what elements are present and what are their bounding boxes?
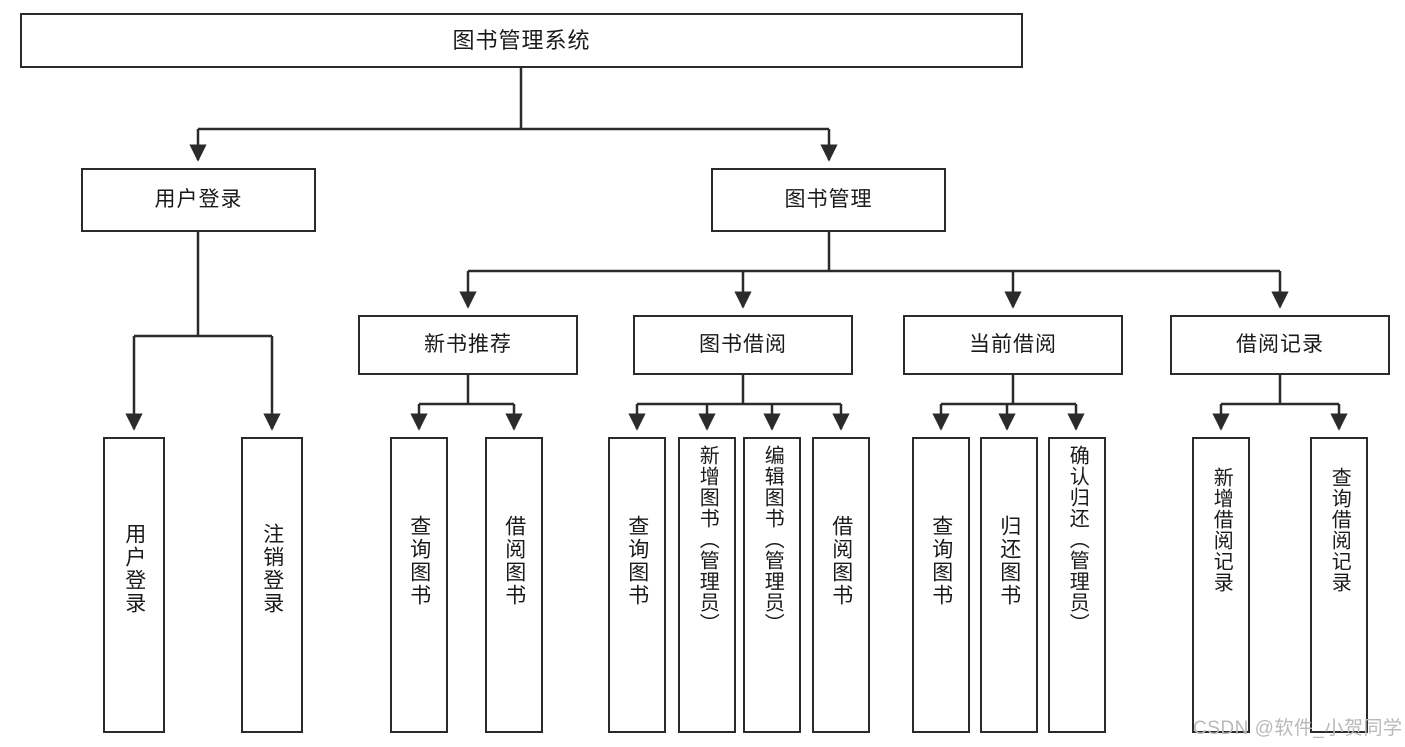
leaf-query-book-2[interactable]: 查询图书 [608, 437, 666, 733]
leaf-return-book-label: 归还图书 [997, 515, 1021, 607]
leaf-borrow-book-2-label: 借阅图书 [829, 515, 853, 607]
node-borrow-record[interactable]: 借阅记录 [1170, 315, 1390, 375]
leaf-user-logout-label: 注销登录 [260, 523, 284, 615]
node-current-borrow[interactable]: 当前借阅 [903, 315, 1123, 375]
leaf-query-record-label: 查询借阅记录 [1328, 467, 1351, 593]
leaf-query-book-1-label: 查询图书 [407, 515, 431, 607]
node-book-manage[interactable]: 图书管理 [711, 168, 946, 232]
leaf-query-book-3[interactable]: 查询图书 [912, 437, 970, 733]
node-book-manage-label: 图书管理 [784, 187, 873, 211]
leaf-query-book-3-label: 查询图书 [929, 515, 953, 607]
leaf-confirm-return-label: 确认归还（管理员） [1066, 445, 1089, 634]
node-borrow-record-label: 借阅记录 [1236, 332, 1324, 356]
leaf-confirm-return[interactable]: 确认归还（管理员） [1048, 437, 1106, 733]
node-new-book-rec[interactable]: 新书推荐 [358, 315, 578, 375]
leaf-borrow-book-1-label: 借阅图书 [502, 515, 526, 607]
leaf-user-login-label: 用户登录 [122, 523, 146, 615]
leaf-edit-book[interactable]: 编辑图书（管理员） [743, 437, 801, 733]
leaf-return-book[interactable]: 归还图书 [980, 437, 1038, 733]
node-book-borrow[interactable]: 图书借阅 [633, 315, 853, 375]
leaf-borrow-book-1[interactable]: 借阅图书 [485, 437, 543, 733]
node-user-login-label: 用户登录 [154, 187, 243, 211]
leaf-add-record-label: 新增借阅记录 [1210, 467, 1233, 593]
leaf-add-book-label: 新增图书（管理员） [696, 445, 719, 634]
leaf-query-book-2-label: 查询图书 [625, 515, 649, 607]
leaf-query-book-1[interactable]: 查询图书 [390, 437, 448, 733]
node-root[interactable]: 图书管理系统 [20, 13, 1023, 68]
node-new-book-rec-label: 新书推荐 [424, 332, 512, 356]
leaf-borrow-book-2[interactable]: 借阅图书 [812, 437, 870, 733]
node-root-label: 图书管理系统 [452, 27, 591, 53]
node-user-login[interactable]: 用户登录 [81, 168, 316, 232]
node-current-borrow-label: 当前借阅 [969, 332, 1057, 356]
leaf-user-login[interactable]: 用户登录 [103, 437, 165, 733]
leaf-add-record[interactable]: 新增借阅记录 [1192, 437, 1250, 733]
leaf-user-logout[interactable]: 注销登录 [241, 437, 303, 733]
leaf-query-record[interactable]: 查询借阅记录 [1310, 437, 1368, 733]
csdn-watermark: CSDN @软件_小贺同学 [1193, 718, 1403, 739]
leaf-edit-book-label: 编辑图书（管理员） [761, 445, 784, 634]
leaf-add-book[interactable]: 新增图书（管理员） [678, 437, 736, 733]
node-book-borrow-label: 图书借阅 [699, 332, 787, 356]
